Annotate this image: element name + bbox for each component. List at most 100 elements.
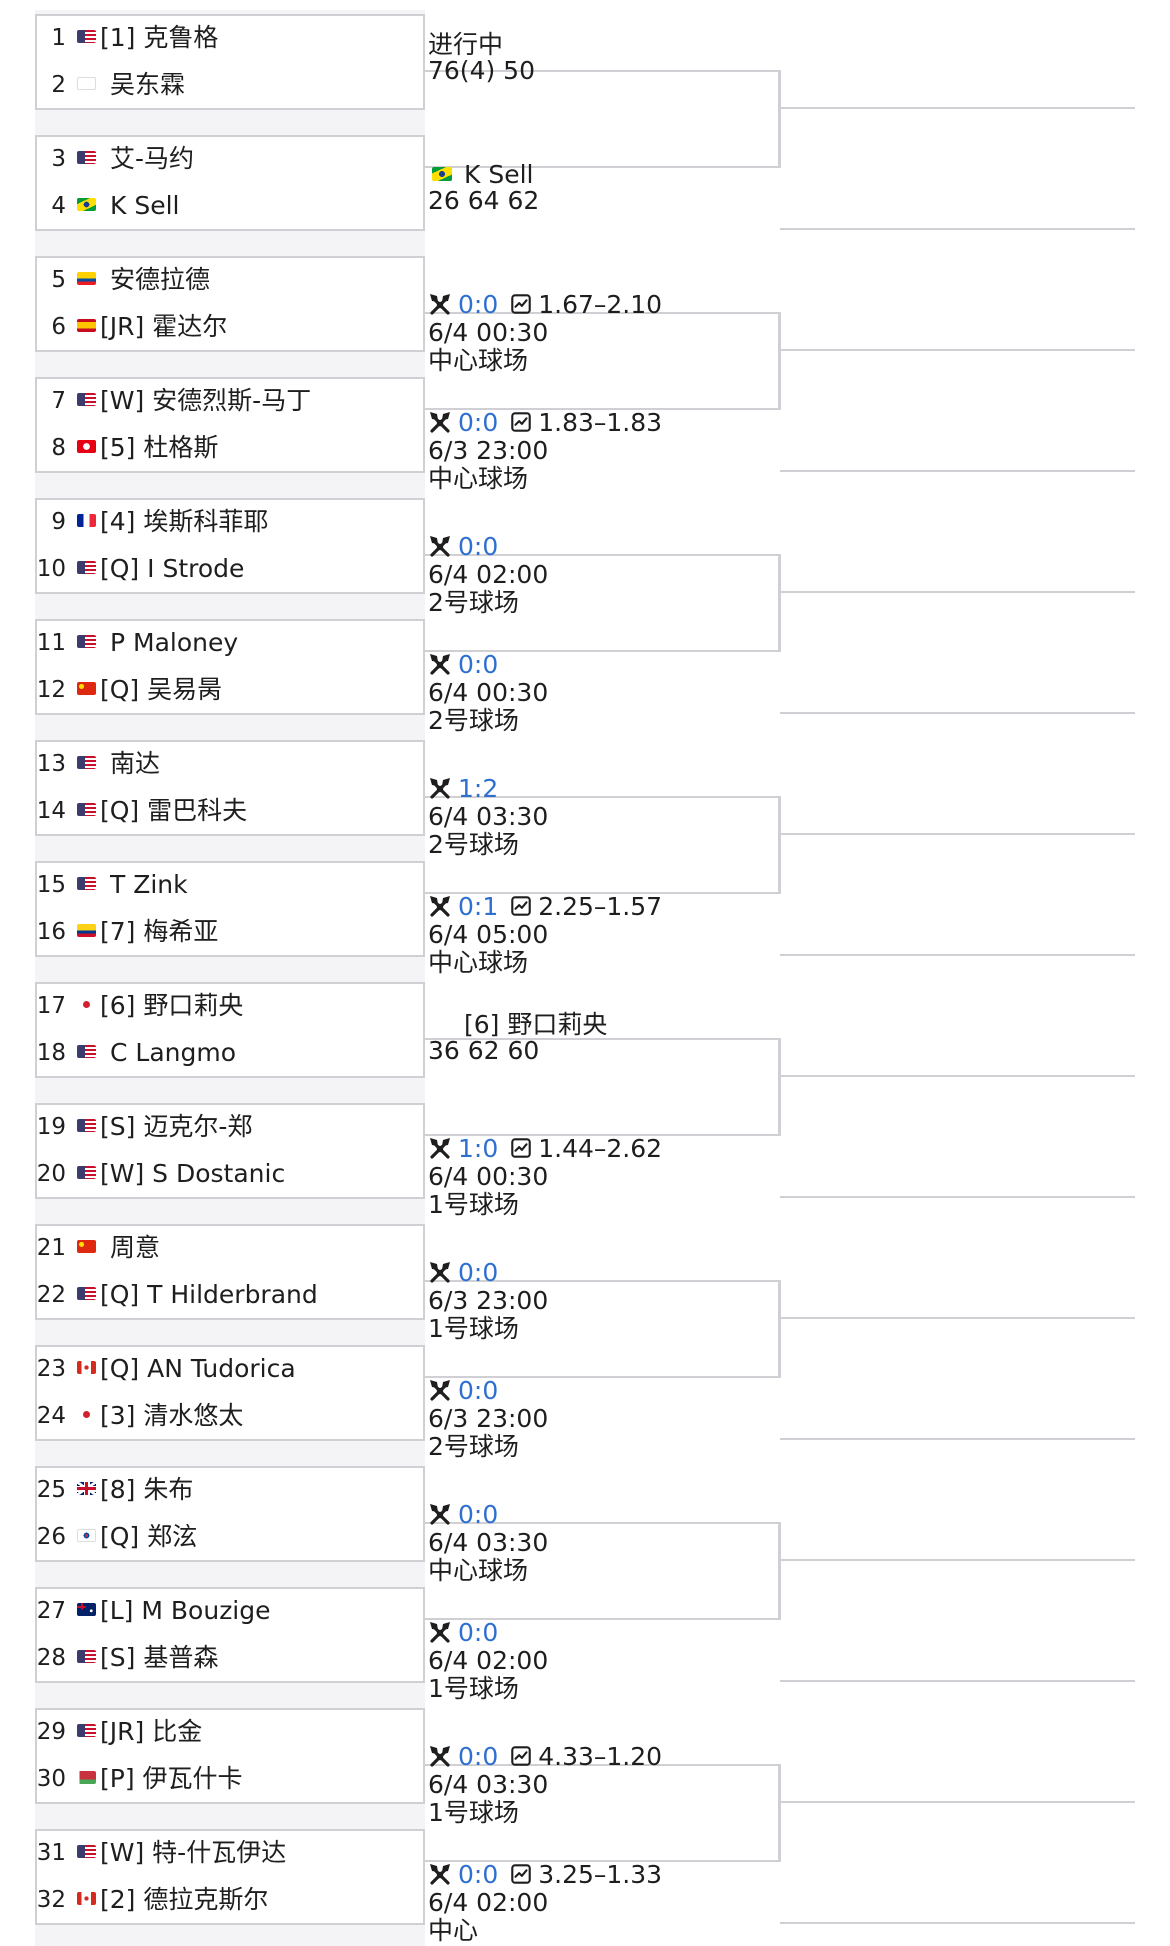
crossed-rackets-icon [430, 294, 450, 315]
player-name[interactable]: [6] 野口莉央 [100, 991, 244, 1020]
bracket-connector [425, 1038, 780, 1040]
flag-icon [77, 151, 96, 164]
player-name[interactable]: 南达 [110, 749, 161, 778]
player-name[interactable]: 周意 [110, 1233, 161, 1262]
player-name[interactable]: [S] 基普森 [100, 1643, 219, 1672]
bracket-line [780, 954, 1135, 956]
bracket-line [780, 833, 1135, 835]
matchup-box[interactable] [35, 135, 425, 231]
player-name[interactable]: [Q] I Strode [100, 554, 245, 583]
flag-icon [77, 77, 96, 90]
match-meta-row[interactable]: 0:0 [428, 532, 498, 562]
player-name[interactable]: [3] 清水悠太 [100, 1401, 244, 1430]
player-name[interactable]: [1] 克鲁格 [100, 23, 219, 52]
matchup-box[interactable] [35, 1103, 425, 1199]
bracket-connector [425, 1860, 780, 1862]
matchup-box[interactable] [35, 1829, 425, 1925]
h2h-score: 0:1 [458, 892, 499, 921]
draw-position: 28 [36, 1645, 66, 1671]
player-name[interactable]: [Q] AN Tudorica [100, 1354, 296, 1383]
bracket-connector [425, 1280, 780, 1282]
matchup-box[interactable] [35, 740, 425, 836]
match-court: 中心球场 [428, 346, 529, 375]
draw-position: 25 [36, 1477, 66, 1503]
h2h-score: 0:0 [458, 290, 499, 319]
matchup-box[interactable] [35, 1224, 425, 1320]
h2h-score: 0:0 [458, 1376, 499, 1405]
matchup-box[interactable] [35, 498, 425, 594]
player-name[interactable]: [Q] T Hilderbrand [100, 1280, 318, 1309]
player-name[interactable]: [Q] 吴易昺 [100, 675, 223, 704]
draw-position: 11 [36, 630, 66, 656]
player-name[interactable]: [Q] 郑泫 [100, 1522, 198, 1551]
player-name[interactable]: [8] 朱布 [100, 1475, 194, 1504]
player-name[interactable]: C Langmo [110, 1038, 237, 1067]
matchup-box[interactable] [35, 619, 425, 715]
crossed-rackets-icon [430, 1864, 450, 1885]
player-name[interactable]: 艾-马约 [110, 144, 195, 173]
crossed-rackets-icon [430, 1262, 450, 1283]
match-meta-row[interactable]: 1:2 [428, 774, 498, 804]
flag-icon [77, 682, 96, 695]
match-meta-row[interactable]: 0:0 [428, 1618, 498, 1648]
player-name[interactable]: [5] 杜格斯 [100, 433, 219, 462]
matchup-box[interactable] [35, 1708, 425, 1804]
player-name[interactable]: [4] 埃斯科菲耶 [100, 507, 269, 536]
bracket-connector [778, 1522, 781, 1620]
match-meta-row[interactable]: 0:0 [428, 650, 498, 680]
player-name[interactable]: [JR] 霍达尔 [100, 312, 228, 341]
trend-chart-icon [511, 412, 531, 432]
matchup-box[interactable] [35, 377, 425, 473]
matchup-box[interactable] [35, 1466, 425, 1562]
bracket-line [780, 470, 1135, 472]
match-meta-row[interactable]: 0:0 [428, 1376, 498, 1406]
h2h-score: 1:0 [458, 1134, 499, 1163]
player-name[interactable]: [P] 伊瓦什卡 [100, 1764, 243, 1793]
h2h-score: 0:0 [458, 1742, 499, 1771]
odds-value: 3.25–1.33 [538, 1860, 663, 1889]
player-name[interactable]: [S] 迈克尔-郑 [100, 1112, 253, 1141]
draw-position: 4 [51, 193, 66, 219]
draw-position: 20 [36, 1161, 66, 1187]
bracket-line [780, 1922, 1135, 1924]
matchup-box[interactable] [35, 861, 425, 957]
player-name[interactable]: T Zink [110, 870, 188, 899]
bracket-line [780, 1680, 1135, 1682]
bracket-line [780, 1075, 1135, 1077]
match-time: 6/4 03:30 [428, 802, 549, 831]
match-court: 中心 [428, 1916, 479, 1945]
player-name[interactable]: 吴东霖 [110, 70, 186, 99]
player-name[interactable]: [W] 特-什瓦伊达 [100, 1838, 287, 1867]
draw-position: 18 [36, 1040, 66, 1066]
player-name[interactable]: [W] S Dostanic [100, 1159, 286, 1188]
draw-position: 22 [36, 1282, 66, 1308]
bracket-connector [778, 796, 781, 894]
player-name[interactable]: [JR] 比金 [100, 1717, 203, 1746]
player-name[interactable]: [2] 德拉克斯尔 [100, 1885, 269, 1914]
player-name[interactable]: K Sell [110, 191, 180, 220]
player-name[interactable]: [7] 梅希亚 [100, 917, 219, 946]
bracket-connector [778, 312, 781, 410]
flag-icon [77, 1119, 96, 1132]
matchup-box[interactable] [35, 256, 425, 352]
player-name[interactable]: 安德拉德 [110, 265, 211, 294]
matchup-box[interactable] [35, 982, 425, 1078]
match-meta-row[interactable]: 0:0 [428, 1258, 498, 1288]
player-name[interactable]: [L] M Bouzige [100, 1596, 271, 1625]
matchup-box[interactable] [35, 1345, 425, 1441]
match-meta-row[interactable]: 0:0 [428, 1500, 498, 1530]
match-time: 6/3 23:00 [428, 1404, 549, 1433]
player-name[interactable]: P Maloney [110, 628, 239, 657]
player-name[interactable]: [W] 安德烈斯-马丁 [100, 386, 312, 415]
matchup-box[interactable] [35, 14, 425, 110]
flag-icon [77, 1771, 96, 1784]
bracket-connector [778, 1280, 781, 1378]
matchup-box[interactable] [35, 1587, 425, 1683]
player-name[interactable]: [Q] 雷巴科夫 [100, 796, 248, 825]
